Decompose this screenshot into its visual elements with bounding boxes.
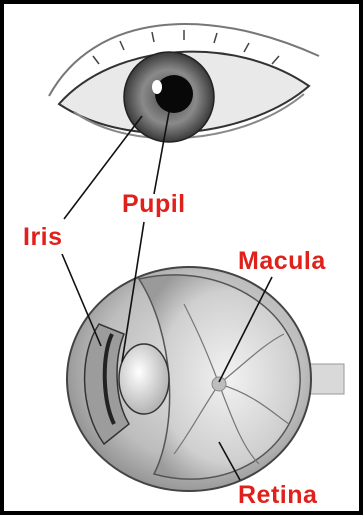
pupil-highlight xyxy=(152,80,162,94)
external-eye xyxy=(49,24,319,142)
iris-label: Iris xyxy=(23,225,63,250)
pupil xyxy=(155,75,193,113)
macula-label: Macula xyxy=(238,249,326,274)
pupil-label: Pupil xyxy=(122,192,186,217)
eyeball-cross-section xyxy=(67,267,344,491)
lens xyxy=(119,344,169,414)
retina-label: Retina xyxy=(238,483,317,508)
macula xyxy=(212,377,226,391)
